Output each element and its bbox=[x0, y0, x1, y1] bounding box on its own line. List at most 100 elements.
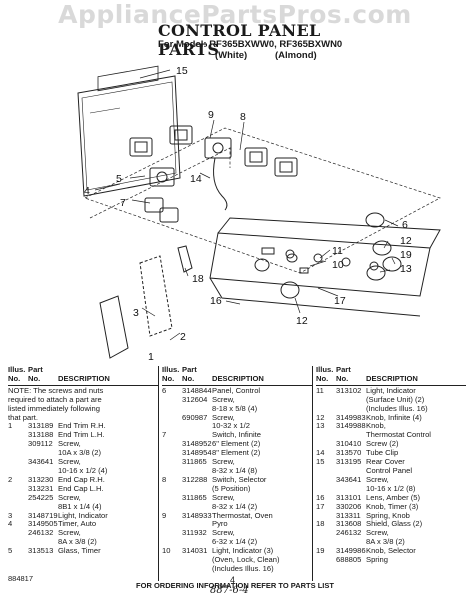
part-description: Screw, bbox=[58, 439, 81, 449]
illus-number: 16 bbox=[316, 492, 325, 502]
part-description: Spring bbox=[366, 555, 388, 565]
part-number: 690987 bbox=[182, 412, 208, 422]
illus-number: 8 bbox=[162, 474, 167, 484]
part-number: 312288 bbox=[182, 474, 208, 484]
part-number: 3149988 bbox=[336, 421, 366, 431]
table-row: 8 312288 Switch, Selector bbox=[162, 474, 312, 485]
part-description: 6" Element (2) bbox=[212, 439, 261, 449]
part-description: (Oven, Lock, Clean) bbox=[212, 555, 280, 565]
part-description: Knob, Timer (3) bbox=[366, 501, 419, 511]
part-description: Thermostat, Oven bbox=[212, 510, 273, 520]
part-description: Knob, Infinite (4) bbox=[366, 412, 422, 422]
rear-cover-part bbox=[77, 65, 181, 197]
part-description: (Includes Illus. 16) bbox=[212, 563, 274, 573]
note-line: required to attach a part are bbox=[8, 394, 102, 404]
part-description: End Trim L.H. bbox=[58, 430, 105, 440]
part-number: 309112 bbox=[28, 439, 53, 449]
table-row: 309112 Screw, bbox=[8, 439, 158, 449]
illus-number bbox=[316, 396, 336, 405]
part-number: 313230 bbox=[28, 474, 54, 484]
part-description: (Includes Illus. 16) bbox=[366, 403, 428, 413]
knob-part bbox=[254, 212, 402, 299]
part-number bbox=[336, 396, 366, 405]
part-description: Screw, bbox=[212, 394, 235, 404]
part-description: Screw, bbox=[366, 474, 389, 484]
part-description: Screw (2) bbox=[366, 439, 399, 449]
ordering-note: FOR ORDERING INFORMATION REFER TO PARTS … bbox=[136, 581, 334, 590]
part-number: 3148954 bbox=[182, 448, 212, 458]
callout-13: 13 bbox=[400, 263, 412, 275]
callout-7: 7 bbox=[120, 197, 126, 209]
table-row: (Surface Unit) (2) bbox=[316, 394, 466, 405]
part-number: 313570 bbox=[336, 448, 362, 458]
part-description: Switch, Selector bbox=[212, 474, 267, 484]
part-number: 343641 bbox=[28, 457, 54, 467]
illus-number bbox=[8, 440, 28, 449]
illus-number bbox=[316, 467, 336, 476]
part-number: 3149505 bbox=[28, 519, 58, 529]
callout-4: 4 bbox=[84, 185, 90, 197]
variant-almond: (Almond) bbox=[275, 50, 317, 61]
illus-number bbox=[316, 556, 336, 565]
document-number: 884817 bbox=[8, 574, 34, 583]
part-description: 10-16 x 1/2 (8) bbox=[366, 483, 416, 493]
illus-number bbox=[162, 405, 182, 414]
table-row: 8A x 3/8 (2) bbox=[316, 537, 466, 547]
callout-14: 14 bbox=[190, 173, 202, 185]
part-description: 8B1 x 1/4 (4) bbox=[58, 501, 102, 511]
table-row: 10A x 3/8 (2) bbox=[8, 448, 158, 458]
table-row: 10-16 x 1/2 (4) bbox=[8, 466, 158, 476]
callout-6: 6 bbox=[402, 219, 408, 231]
table-row: Pyro bbox=[162, 520, 312, 529]
part-description: Screw, bbox=[212, 412, 235, 422]
illus-number bbox=[162, 556, 182, 565]
illus-number: 13 bbox=[316, 421, 325, 431]
callout-17: 17 bbox=[334, 295, 346, 307]
part-description: Switch, Infinite bbox=[212, 430, 261, 440]
part-description: Control Panel bbox=[366, 465, 413, 475]
part-description: Light, Indicator (3) bbox=[212, 546, 274, 556]
part-number: 246132 bbox=[336, 528, 362, 538]
table-row: 8-32 x 1/4 (2) bbox=[162, 502, 312, 512]
callout-10: 10 bbox=[332, 259, 344, 271]
table-row: Thermostat Control bbox=[316, 430, 466, 440]
part-number: 3149986 bbox=[336, 546, 366, 556]
illus-number bbox=[8, 494, 28, 503]
part-description: 10-32 x 1/2 bbox=[212, 421, 250, 431]
part-number: 311865 bbox=[182, 457, 207, 467]
illus-number bbox=[316, 529, 336, 538]
page-number: 4 bbox=[230, 575, 236, 585]
part-number: 246132 bbox=[28, 528, 54, 538]
illus-number: 18 bbox=[316, 519, 325, 529]
illus-number: 4 bbox=[8, 519, 13, 529]
table-row: 8A x 3/8 (2) bbox=[8, 537, 158, 547]
callout-12b: 12 bbox=[400, 235, 412, 247]
part-description: (Surface Unit) (2) bbox=[366, 394, 425, 404]
part-description: Light, Indicator bbox=[366, 385, 416, 395]
part-number bbox=[182, 422, 212, 431]
callout-16: 16 bbox=[210, 295, 222, 307]
part-number: 313231 bbox=[28, 483, 54, 493]
end-trim-part bbox=[99, 245, 193, 359]
part-description: Glass, Timer bbox=[58, 546, 101, 556]
